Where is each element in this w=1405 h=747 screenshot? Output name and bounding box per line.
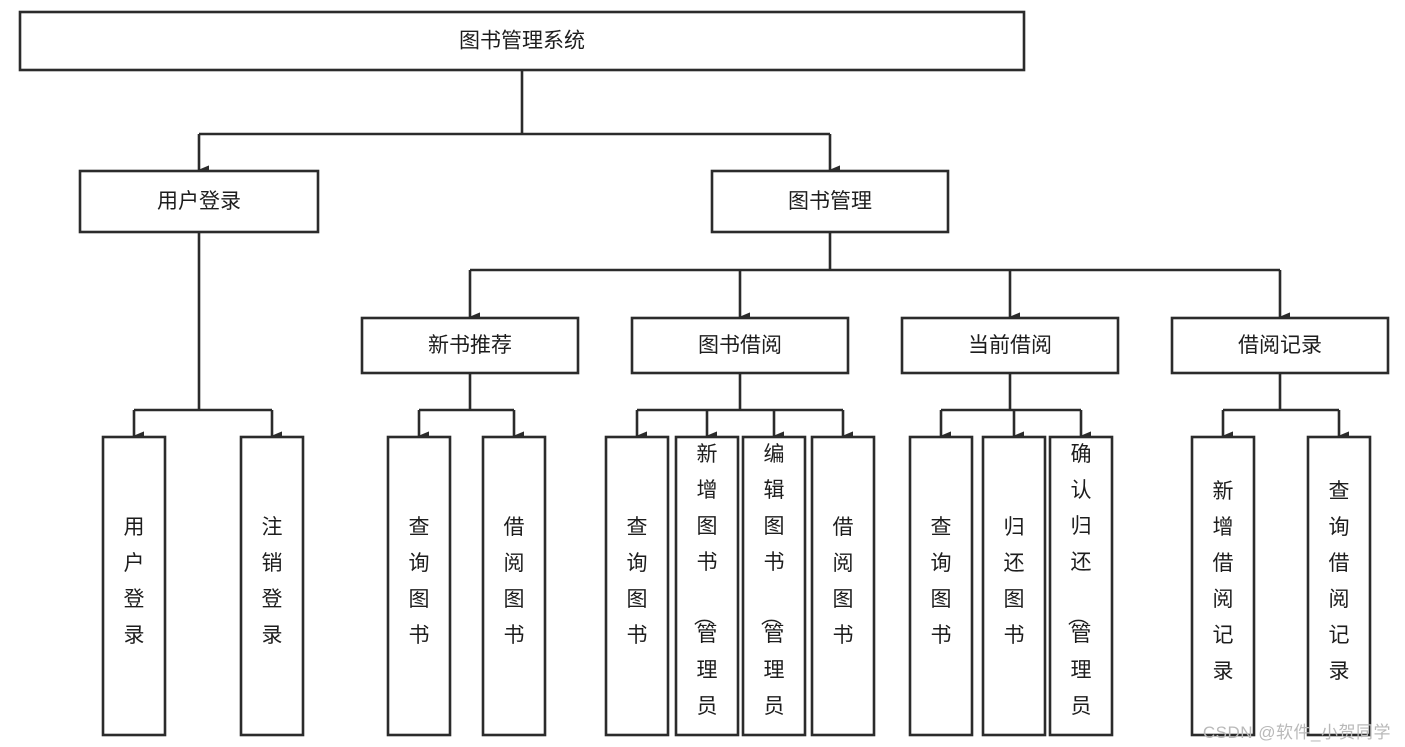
node-leaf-add-record-rect (1190, 435, 1256, 737)
node-leaf-query-book-3[interactable]: 查询图书 (908, 435, 974, 737)
node-leaf-borrow-book-2[interactable]: 借阅图书 (810, 435, 876, 737)
node-book-borrow-label: 图书借阅 (698, 334, 782, 357)
node-leaf-query-book-3-rect (908, 435, 974, 737)
node-leaf-query-book-1[interactable]: 查询图书 (386, 435, 452, 737)
node-leaf-user-logout-label: 注销登录 (262, 516, 283, 647)
node-borrow-record-rect (1170, 316, 1390, 375)
node-leaf-add-book-label: 新增图书（管理员） (692, 443, 718, 747)
node-leaf-query-book-3-label: 查询图书 (931, 516, 952, 647)
node-leaf-edit-book-rect (741, 435, 807, 737)
node-leaf-confirm-return-label: 确认归还（管理员） (1066, 443, 1092, 747)
node-leaf-edit-book-label: 编辑图书（管理员） (759, 443, 785, 747)
node-leaf-return-book-rect (981, 435, 1047, 737)
node-new-book-recommend[interactable]: 新书推荐 (360, 316, 580, 375)
node-leaf-user-login[interactable]: 用户登录 (101, 435, 167, 737)
node-leaf-return-book[interactable]: 归还图书 (981, 435, 1047, 737)
node-leaf-query-record[interactable]: 查询借阅记录 (1306, 435, 1372, 737)
node-book-borrow[interactable]: 图书借阅 (630, 316, 850, 375)
node-layer: 图书管理系统用户登录图书管理新书推荐图书借阅当前借阅借阅记录用户登录注销登录查询… (18, 10, 1390, 747)
node-book-manage-label: 图书管理 (788, 190, 872, 213)
node-book-manage-rect (710, 169, 950, 234)
node-user-login[interactable]: 用户登录 (78, 169, 320, 234)
node-leaf-edit-book[interactable]: 编辑图书（管理员） (741, 435, 807, 747)
node-leaf-confirm-return[interactable]: 确认归还（管理员） (1048, 435, 1114, 747)
node-root-book-management-system[interactable]: 图书管理系统 (18, 10, 1026, 72)
node-leaf-borrow-book-2-label: 借阅图书 (833, 516, 854, 647)
node-leaf-borrow-book-2-rect (810, 435, 876, 737)
node-leaf-return-book-label: 归还图书 (1004, 516, 1025, 647)
node-leaf-query-book-2[interactable]: 查询图书 (604, 435, 670, 737)
node-book-manage[interactable]: 图书管理 (710, 169, 950, 234)
node-current-borrow-rect (900, 316, 1120, 375)
node-user-login-label: 用户登录 (157, 190, 241, 213)
connector-layer (132, 70, 1349, 441)
node-borrow-record-label: 借阅记录 (1238, 334, 1322, 357)
node-leaf-add-book-rect (674, 435, 740, 737)
node-leaf-user-logout[interactable]: 注销登录 (239, 435, 305, 737)
node-leaf-add-record[interactable]: 新增借阅记录 (1190, 435, 1256, 737)
node-root-book-management-system-rect (18, 10, 1026, 72)
node-user-login-rect (78, 169, 320, 234)
node-leaf-borrow-book-1[interactable]: 借阅图书 (481, 435, 547, 737)
node-new-book-recommend-label: 新书推荐 (428, 334, 512, 357)
node-leaf-add-record-label: 新增借阅记录 (1213, 480, 1234, 683)
node-borrow-record[interactable]: 借阅记录 (1170, 316, 1390, 375)
node-leaf-borrow-book-1-label: 借阅图书 (504, 516, 525, 647)
node-new-book-recommend-rect (360, 316, 580, 375)
node-current-borrow-label: 当前借阅 (968, 334, 1052, 357)
node-leaf-user-login-label: 用户登录 (124, 516, 145, 647)
node-root-book-management-system-label: 图书管理系统 (459, 30, 585, 53)
node-current-borrow[interactable]: 当前借阅 (900, 316, 1120, 375)
node-leaf-query-book-2-label: 查询图书 (627, 516, 648, 647)
node-leaf-query-book-1-rect (386, 435, 452, 737)
node-leaf-query-record-label: 查询借阅记录 (1329, 480, 1350, 683)
node-book-borrow-rect (630, 316, 850, 375)
node-leaf-user-login-rect (101, 435, 167, 737)
node-leaf-user-logout-rect (239, 435, 305, 737)
node-leaf-borrow-book-1-rect (481, 435, 547, 737)
node-leaf-query-book-1-label: 查询图书 (409, 516, 430, 647)
node-leaf-query-record-rect (1306, 435, 1372, 737)
node-leaf-add-book[interactable]: 新增图书（管理员） (674, 435, 740, 747)
node-leaf-query-book-2-rect (604, 435, 670, 737)
node-leaf-confirm-return-rect (1048, 435, 1114, 737)
